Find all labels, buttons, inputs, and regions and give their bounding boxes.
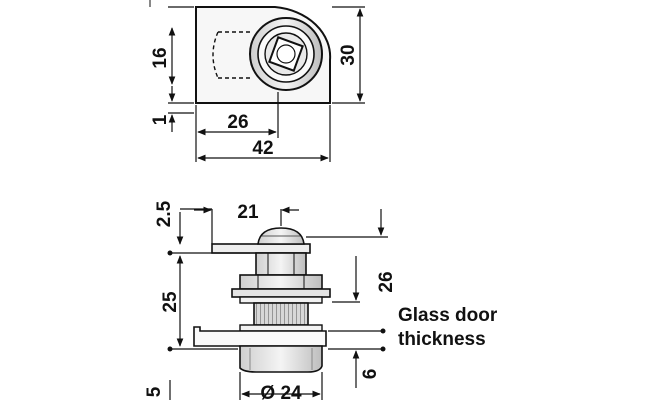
washer (231, 288, 331, 298)
hidden-cam-outline (212, 31, 219, 79)
top-view: 16 30 1 26 42 (149, 0, 365, 162)
front-cylinder (239, 345, 323, 373)
cam-plate (211, 243, 311, 254)
dim-30-label: 30 (338, 44, 359, 65)
note-line-1: Glass door (398, 305, 498, 326)
side-view: 2.5 21 26 25 6 5 Ø 24 (144, 200, 397, 400)
hex-nut (239, 274, 323, 290)
dim-1-label: 1 (150, 114, 171, 125)
dim-26-top-label: 26 (227, 112, 248, 133)
glass-door-thickness-note: Glass door thickness (398, 304, 497, 352)
dim-16-label: 16 (150, 47, 171, 68)
note-line-2: thickness (398, 329, 486, 350)
dim-2-5-label: 2.5 (154, 200, 175, 227)
front-bezel (193, 326, 327, 347)
dim-5-label: 5 (144, 386, 165, 397)
dim-21-label: 21 (237, 202, 259, 223)
dim-42-label: 42 (252, 138, 273, 159)
threaded-barrel (253, 302, 309, 326)
upper-nut (255, 252, 307, 276)
dim-25-label: 25 (160, 291, 181, 313)
dim-diameter-24-label: Ø 24 (260, 383, 302, 400)
dim-6-label: 6 (360, 369, 381, 380)
cylinder-head (249, 17, 323, 91)
dim-26-side-label: 26 (376, 271, 397, 292)
